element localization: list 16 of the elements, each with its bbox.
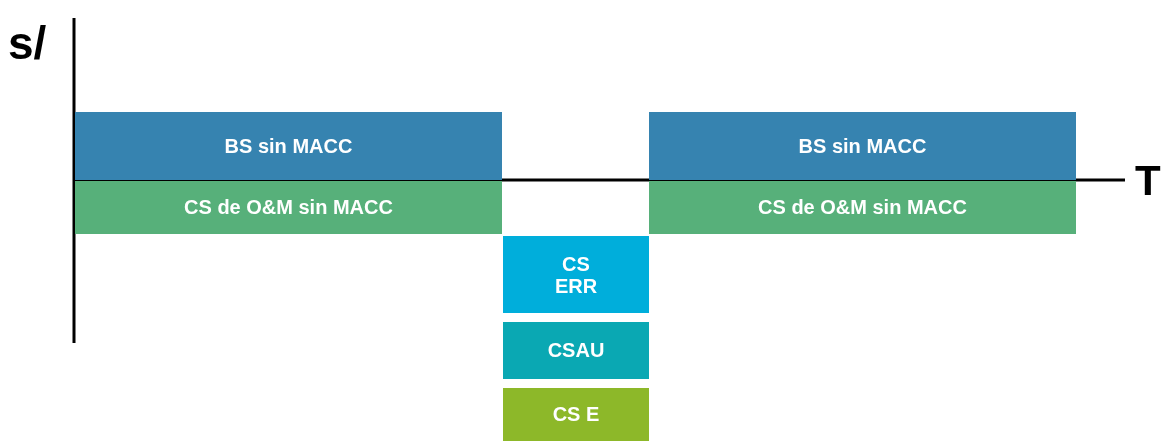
x-axis-label: T [1135, 160, 1161, 202]
segment-label: CS ERR [553, 252, 599, 297]
segment-label: CSAU [547, 339, 605, 362]
bar-segment [75, 181, 502, 234]
segment-label: CS de O&M sin MACC [184, 196, 393, 219]
segment-label: CS E [552, 403, 600, 426]
segment-label: BS sin MACC [798, 134, 927, 158]
bar-segment [503, 322, 649, 379]
bar-segment [503, 388, 649, 441]
bar-segment [649, 112, 1076, 180]
segment-label: CS de O&M sin MACC [758, 196, 967, 219]
segment-label: BS sin MACC [224, 134, 353, 158]
bar-segment [75, 112, 502, 180]
bar-segment [503, 236, 649, 313]
y-axis-label: s/ [8, 20, 47, 66]
bar-segment [649, 181, 1076, 234]
